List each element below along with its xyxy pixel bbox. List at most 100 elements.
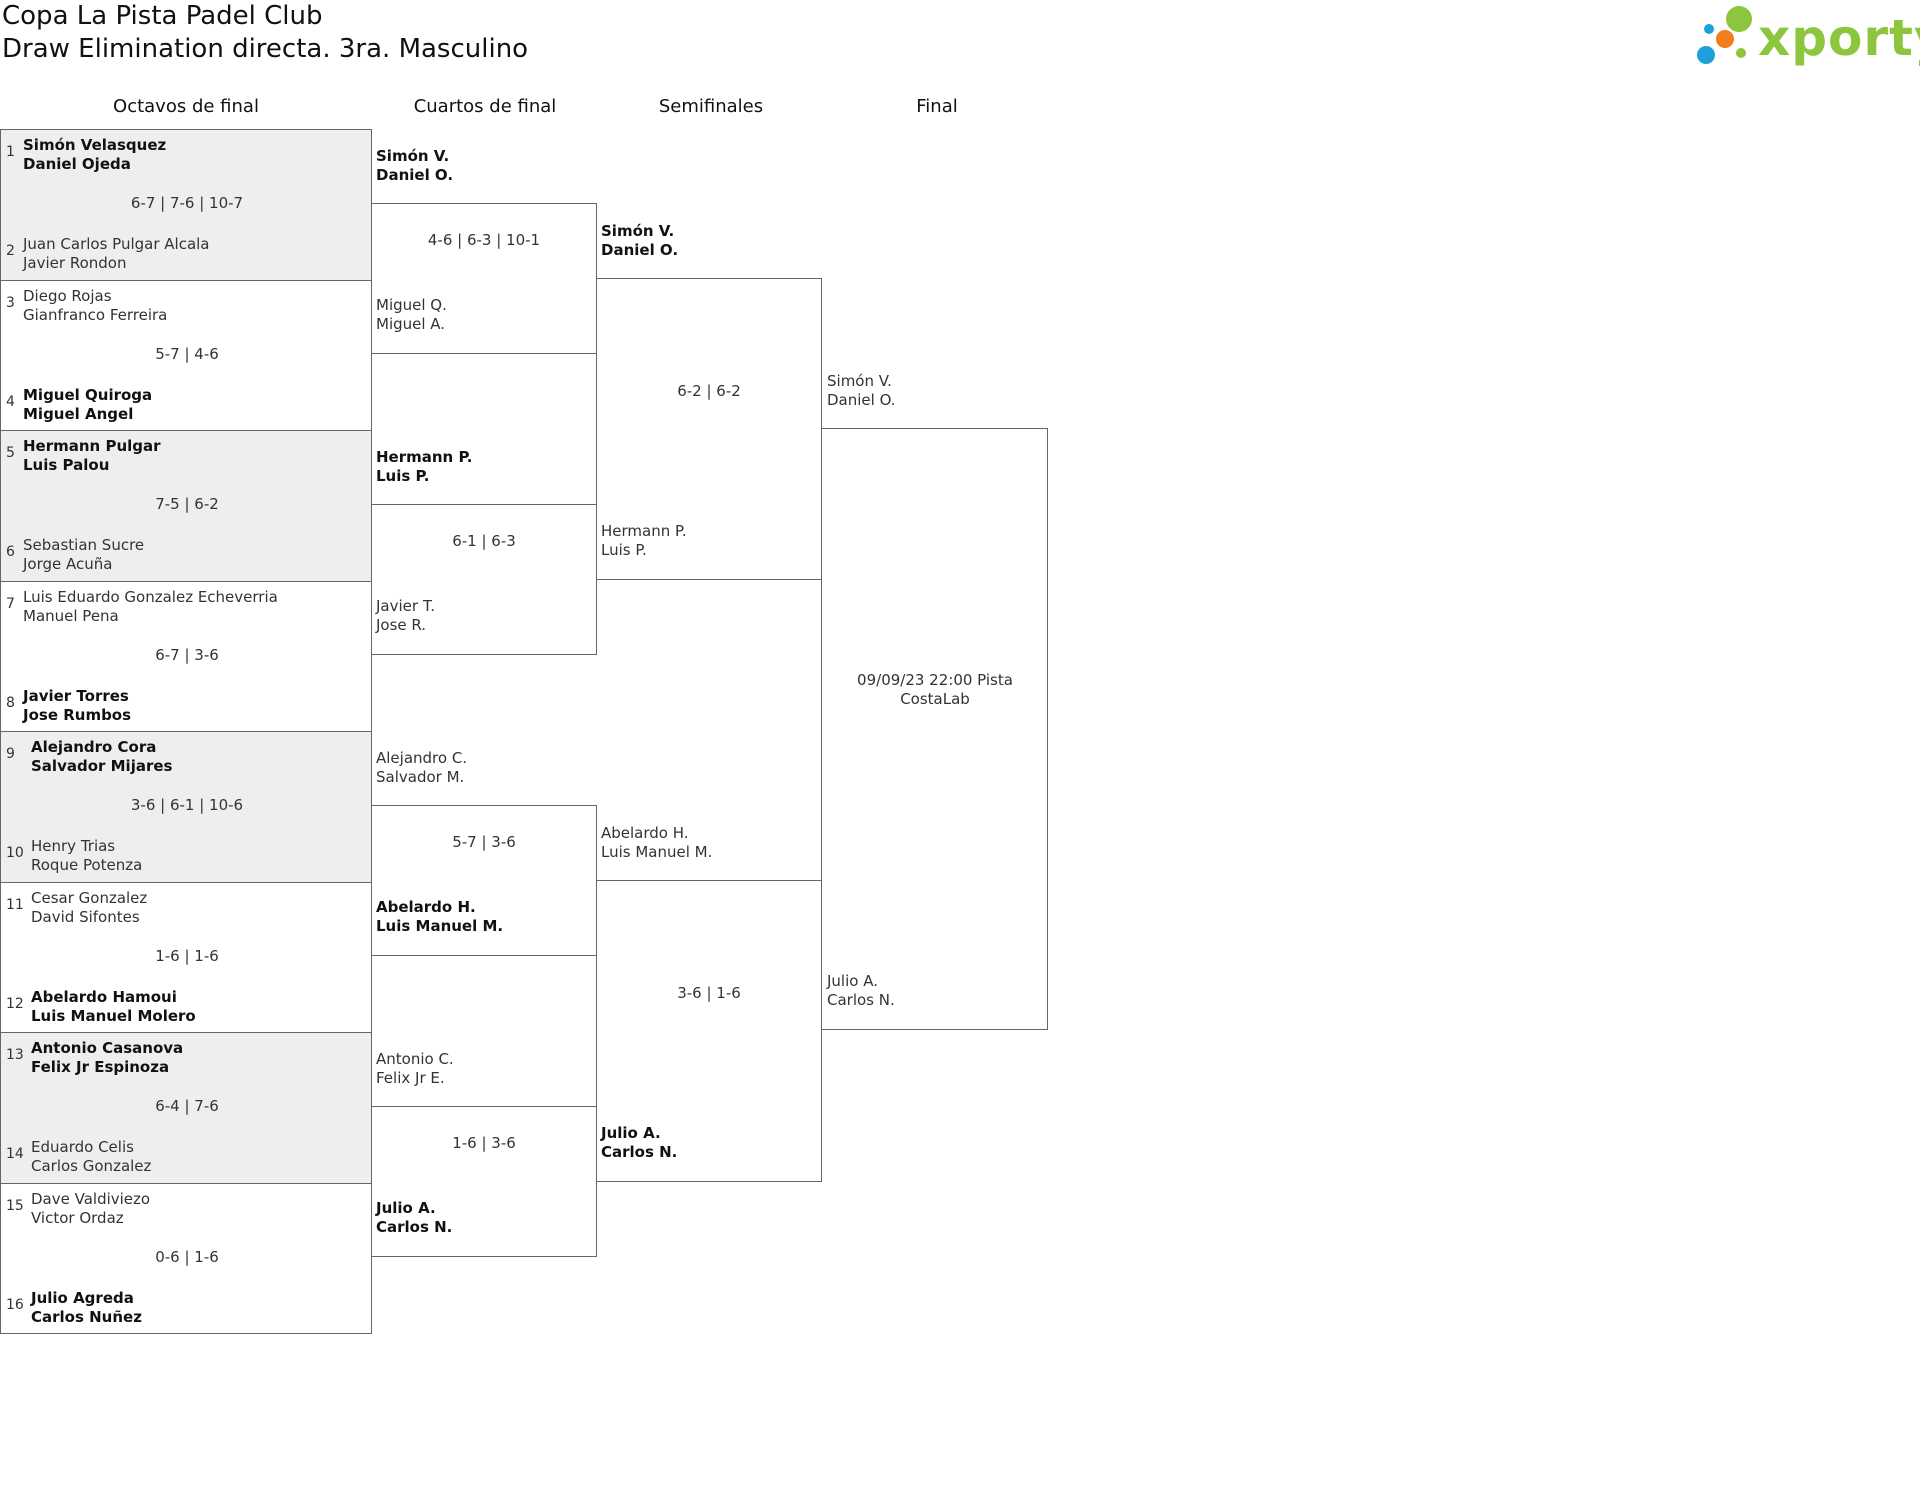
r16-team-top-player-1: Simón Velasquez: [23, 136, 167, 154]
round-header-octavos: Octavos de final: [113, 96, 259, 117]
round-header-cuartos: Cuartos de final: [413, 96, 557, 117]
seed-number: 15: [6, 1197, 24, 1214]
seed-number: 8: [6, 694, 15, 711]
qf-team-bottom: Miguel Q.Miguel A.: [376, 296, 447, 334]
seed-number: 1: [6, 144, 15, 160]
sf-team-bottom-player-1: Julio A.: [601, 1124, 661, 1142]
r16-team-top-player-2: Manuel Pena: [23, 606, 119, 625]
sf-team-top-player-2: Luis Manuel M.: [601, 843, 713, 861]
qf-team-bottom: Abelardo H.Luis Manuel M.: [376, 898, 503, 936]
r16-team-bottom-player-1: Miguel Quiroga: [23, 385, 153, 404]
match-score: 6-4 | 7-6: [155, 1097, 219, 1115]
sf-team-top: Simón V.Daniel O.: [601, 222, 678, 260]
final-team-bottom-player-2: Carlos N.: [827, 991, 895, 1009]
r16-team-top-player-1: Luis Eduardo Gonzalez Echeverria: [23, 587, 278, 606]
seed-number: 13: [6, 1047, 24, 1063]
match-score: 1-6 | 1-6: [155, 946, 219, 965]
final-team-bottom-player-1: Julio A.: [827, 972, 878, 990]
qf-score: 1-6 | 3-6: [452, 1134, 516, 1152]
match-score: 6-7 | 3-6: [155, 645, 219, 664]
match-score: 5-7 | 4-6: [155, 344, 219, 363]
seed-number: 10: [6, 845, 24, 861]
qf-team-bottom-player-1: Julio A.: [376, 1199, 436, 1217]
qf-team-bottom: Julio A.Carlos N.: [376, 1199, 452, 1237]
round-header-final: Final: [916, 96, 958, 117]
r16-team-bottom-player-1: Henry Trias: [31, 837, 116, 855]
qf-team-top-player-2: Luis P.: [376, 467, 430, 485]
r16-team-bottom-player-1: Abelardo Hamoui: [31, 987, 177, 1006]
r16-team-bottom-player-2: Javier Rondon: [23, 254, 127, 272]
r16-team-top-player-1: Hermann Pulgar: [23, 437, 161, 455]
r16-team-top-player-1: Dave Valdiviezo: [31, 1189, 151, 1208]
r16-team-top-player-1: Antonio Casanova: [31, 1039, 184, 1057]
qf-team-top-player-2: Felix Jr E.: [376, 1069, 445, 1087]
seed-number: 12: [6, 995, 24, 1012]
round-header-semis: Semifinales: [658, 96, 764, 117]
logo-dot-blue-icon: [1697, 46, 1715, 64]
qf-team-bottom-player-2: Luis Manuel M.: [376, 917, 504, 935]
match-score: 3-6 | 6-1 | 10-6: [130, 796, 244, 814]
qf-team-bottom-player-1: Abelardo H.: [376, 898, 476, 916]
match-score: 0-6 | 1-6: [155, 1247, 219, 1266]
qf-team-bottom-player-1: Miguel Q.: [376, 296, 447, 314]
qf-score: 4-6 | 6-3 | 10-1: [427, 231, 541, 249]
sf-match-connector: [596, 880, 822, 1182]
seed-number: 4: [6, 393, 15, 410]
r16-team-top-player-2: David Sifontes: [31, 907, 140, 926]
qf-team-top: Simón V.Daniel O.: [376, 147, 453, 185]
r16-team-bottom-player-2: Jorge Acuña: [23, 555, 113, 573]
seed-number: 2: [6, 243, 15, 259]
r16-team-bottom-player-2: Carlos Nuñez: [31, 1307, 142, 1326]
qf-team-bottom-player-2: Jose R.: [376, 616, 427, 634]
final-team-top: Simón V.Daniel O.: [827, 372, 896, 410]
r16-team-bottom-player-2: Luis Manuel Molero: [31, 1006, 196, 1025]
logo-dot-small-green-icon: [1736, 48, 1746, 58]
sf-team-top-player-1: Abelardo H.: [601, 824, 689, 842]
r16-team-bottom-player-1: Juan Carlos Pulgar Alcala: [23, 235, 210, 253]
sf-score: 6-2 | 6-2: [677, 382, 741, 400]
sf-team-top-player-1: Simón V.: [601, 222, 675, 240]
qf-team-bottom-player-2: Carlos N.: [376, 1218, 453, 1236]
qf-team-bottom-player-2: Miguel A.: [376, 315, 446, 333]
qf-score: 5-7 | 3-6: [452, 833, 516, 851]
qf-team-top-player-1: Hermann P.: [376, 448, 473, 466]
qf-team-top-player-2: Daniel O.: [376, 166, 454, 184]
final-schedule: 09/09/23 22:00 Pista CostaLab: [857, 671, 1013, 708]
qf-team-top-player-1: Simón V.: [376, 147, 450, 165]
r16-team-bottom-player-1: Javier Torres: [23, 686, 129, 705]
logo-text: xporty: [1758, 9, 1920, 67]
r16-team-bottom-player-2: Roque Potenza: [31, 856, 143, 874]
qf-team-top: Antonio C.Felix Jr E.: [376, 1050, 454, 1088]
final-team-bottom: Julio A.Carlos N.: [827, 972, 895, 1010]
draw-subtitle: Draw Elimination directa. 3ra. Masculino: [2, 34, 529, 64]
seed-number: 16: [6, 1296, 24, 1313]
qf-team-top: Alejandro C.Salvador M.: [376, 749, 467, 787]
xporty-logo: xporty: [1696, 4, 1920, 68]
tournament-title: Copa La Pista Padel Club: [2, 1, 323, 31]
sf-team-bottom-player-1: Hermann P.: [601, 522, 687, 540]
sf-team-bottom-player-2: Luis P.: [601, 541, 647, 559]
r16-team-bottom-player-1: Julio Agreda: [31, 1288, 134, 1307]
match-score: 6-7 | 7-6 | 10-7: [130, 194, 244, 212]
seed-number: 11: [6, 896, 24, 913]
logo-dot-small-blue-icon: [1704, 24, 1714, 34]
